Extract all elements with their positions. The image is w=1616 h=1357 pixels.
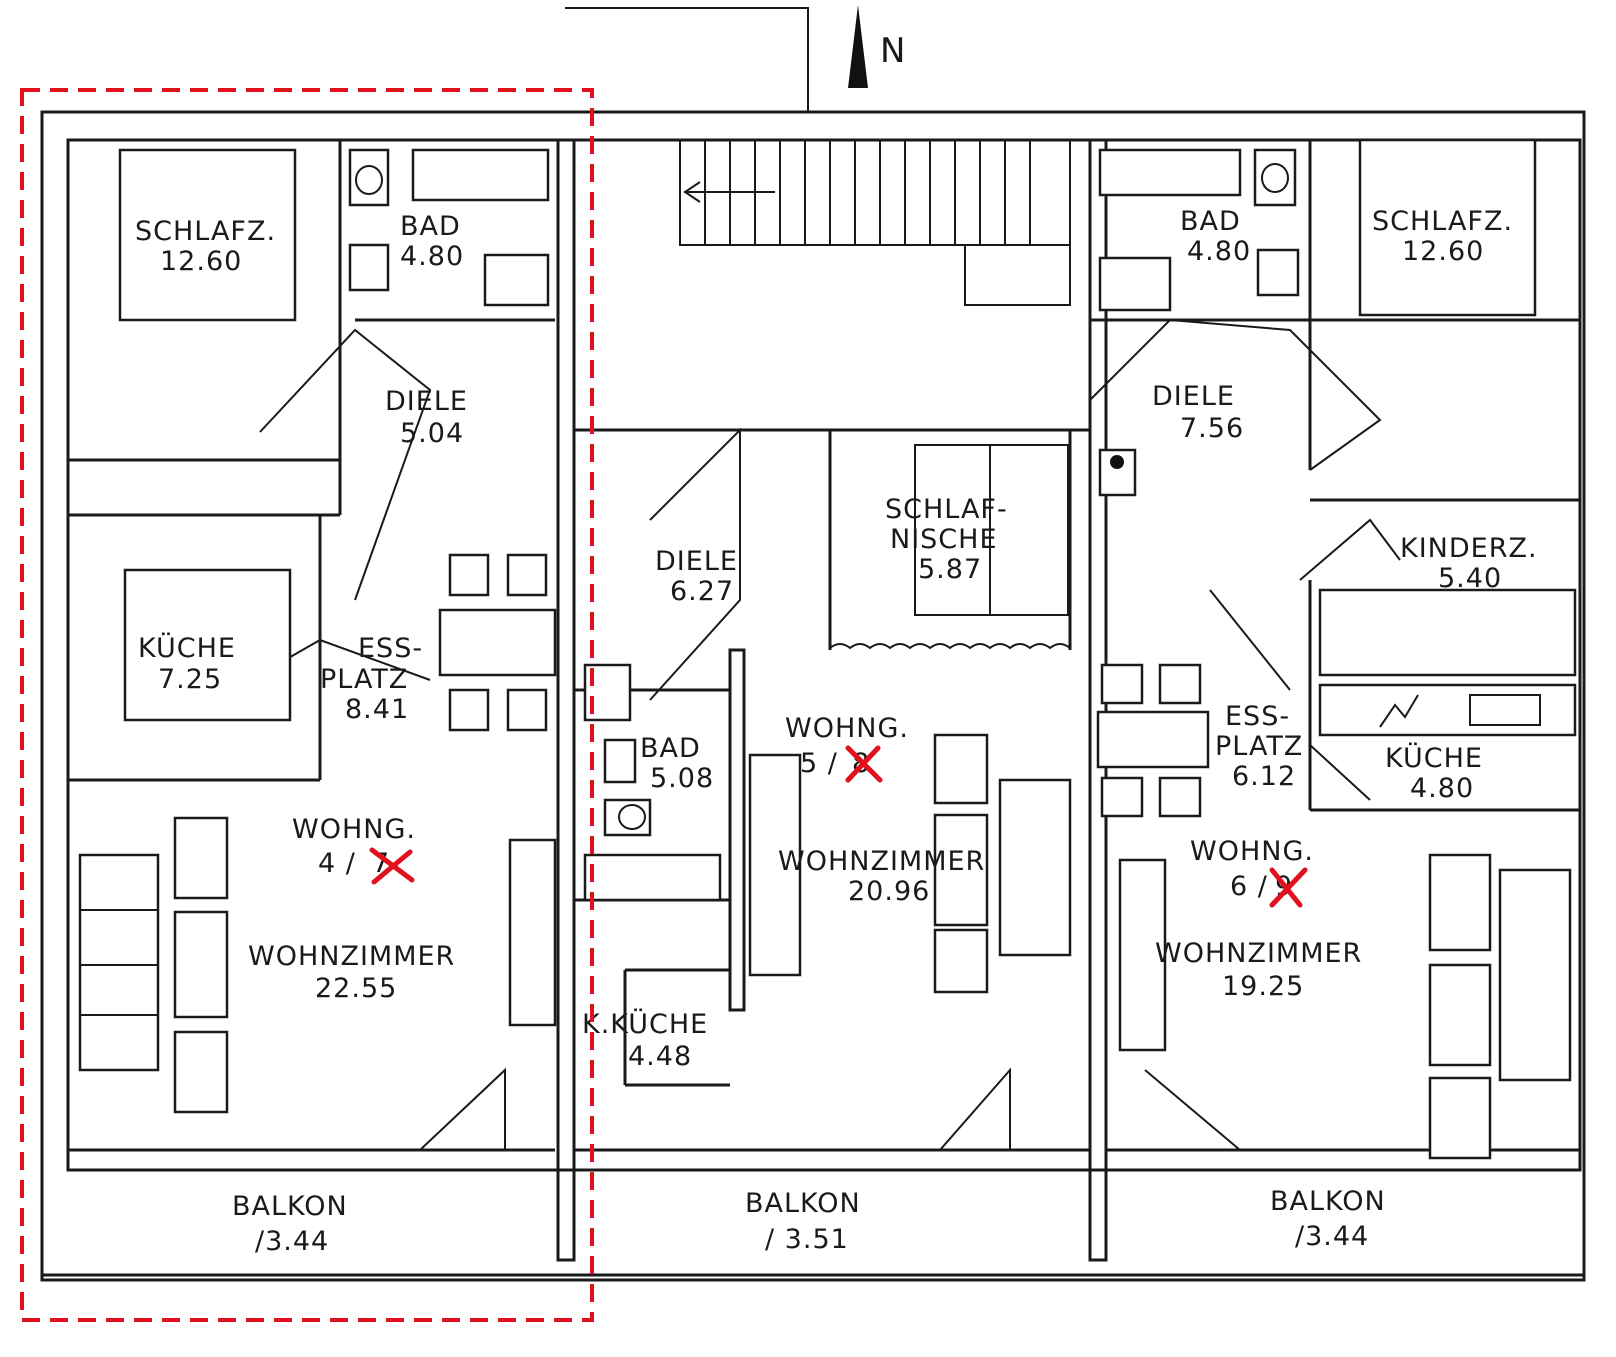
staircase <box>679 139 1071 306</box>
kitchen-counter <box>123 568 292 722</box>
cabinet <box>998 778 1072 957</box>
room-area-diele: 6.27 <box>670 576 734 607</box>
room-name-diele: DIELE <box>1152 381 1235 412</box>
unit-6-labels: BAD 4.80 SCHLAFZ. 12.60 DIELE 7.56 KINDE… <box>1152 206 1538 1252</box>
shower-icon <box>348 243 390 292</box>
room-area-schlafnische: 5.87 <box>918 554 982 585</box>
room-area-bad: 5.08 <box>650 763 714 794</box>
room-name-essplatz-2: PLATZ <box>1215 731 1303 762</box>
armchair <box>933 928 989 994</box>
room-name-diele: DIELE <box>655 546 738 577</box>
bathtub-icon <box>583 853 722 902</box>
shower-icon <box>603 738 637 784</box>
room-name-essplatz-1: ESS- <box>358 633 423 664</box>
room-area-essplatz: 6.12 <box>1232 761 1296 792</box>
cabinet <box>508 838 557 1027</box>
room-name-bad: BAD <box>400 211 461 242</box>
toilet-icon <box>1253 148 1297 207</box>
room-name-balkon: BALKON <box>745 1188 861 1219</box>
table <box>1428 963 1492 1067</box>
shelf <box>78 853 160 1072</box>
room-name-diele: DIELE <box>385 386 468 417</box>
room-area-kkueche: 4.48 <box>628 1041 692 1072</box>
dining-table <box>1096 710 1210 769</box>
room-area-schlafz: 12.60 <box>1402 236 1484 267</box>
armchair <box>1428 1076 1492 1160</box>
room-area-kinderz: 5.40 <box>1438 563 1502 594</box>
room-name-wohnzimmer: WOHNZIMMER <box>1155 938 1362 969</box>
unit-number: 4 / <box>318 848 356 879</box>
armchair <box>173 816 229 900</box>
unit-number: 6 / <box>1230 871 1268 902</box>
room-name-kueche: KÜCHE <box>1385 742 1483 774</box>
room-area-essplatz: 8.41 <box>345 694 409 725</box>
room-name-schlafnische-1: SCHLAF- <box>885 494 1008 525</box>
room-name-bad: BAD <box>1180 206 1241 237</box>
north-label: N <box>880 31 906 71</box>
sofa <box>748 753 802 977</box>
room-area-bad: 4.80 <box>400 241 464 272</box>
room-name-kueche: KÜCHE <box>138 632 236 664</box>
bed <box>1318 588 1577 677</box>
room-name-kinderz: KINDERZ. <box>1400 533 1538 564</box>
strikethrough-mark <box>845 745 883 783</box>
room-name-essplatz-1: ESS- <box>1225 701 1290 732</box>
room-area-wohnzimmer: 22.55 <box>315 973 397 1004</box>
bed <box>1358 138 1537 317</box>
sofa <box>1498 868 1572 1082</box>
room-name-essplatz-2: PLATZ <box>320 664 408 695</box>
room-area-bad: 4.80 <box>1187 236 1251 267</box>
room-area-diele: 7.56 <box>1180 413 1244 444</box>
room-area-wohnzimmer: 19.25 <box>1222 971 1304 1002</box>
highlight-frame <box>20 88 594 1322</box>
interior-walls <box>68 140 1580 1152</box>
bed <box>118 148 297 322</box>
party-walls <box>556 138 1108 1262</box>
sink-icon <box>1469 694 1541 726</box>
room-area-balkon: /3.44 <box>255 1226 329 1257</box>
room-area-schlafz: 12.60 <box>160 246 242 277</box>
stair-outline <box>565 7 809 112</box>
unit-name: WOHNG. <box>292 814 416 845</box>
armchair <box>1428 853 1492 952</box>
room-name-schlafz: SCHLAFZ. <box>135 216 276 247</box>
room-area-wohnzimmer: 20.96 <box>848 876 930 907</box>
north-arrow-icon <box>848 5 868 88</box>
room-name-schlafnische-2: NISCHE <box>890 524 998 555</box>
room-area-balkon: / 3.51 <box>765 1224 849 1255</box>
unit-number: 5 / <box>800 748 838 779</box>
armchair <box>933 733 989 805</box>
room-area-kueche: 4.80 <box>1410 773 1474 804</box>
furniture <box>78 138 1577 1160</box>
strikethrough-mark <box>369 847 415 885</box>
table <box>933 813 989 927</box>
unit-name: WOHNG. <box>1190 836 1314 867</box>
dining-table <box>438 608 557 677</box>
sink-icon <box>483 253 550 307</box>
unit-name: WOHNG. <box>785 713 909 744</box>
room-name-schlafz: SCHLAFZ. <box>1372 206 1513 237</box>
room-name-balkon: BALKON <box>1270 1186 1386 1217</box>
room-name-wohnzimmer: WOHNZIMMER <box>248 941 455 972</box>
room-name-kkueche: K.KÜCHE <box>582 1008 708 1040</box>
room-name-wohnzimmer: WOHNZIMMER <box>778 846 985 877</box>
room-area-balkon: /3.44 <box>1295 1221 1369 1252</box>
kitchen-counter <box>1318 683 1577 737</box>
bathtub-icon <box>1098 148 1242 197</box>
shower-icon <box>1256 248 1300 297</box>
room-name-balkon: BALKON <box>232 1191 348 1222</box>
north-arrow: N <box>848 5 906 88</box>
room-area-kueche: 7.25 <box>158 664 222 695</box>
unit-5-labels: DIELE 6.27 SCHLAF- NISCHE 5.87 BAD 5.08 … <box>582 494 1008 1255</box>
room-area-diele: 5.04 <box>400 418 464 449</box>
strikethrough-mark <box>1269 867 1308 908</box>
unit-4-labels: SCHLAFZ. 12.60 BAD 4.80 DIELE 5.04 KÜCHE… <box>135 211 468 1257</box>
armchair <box>173 1030 229 1114</box>
sink-icon <box>1098 256 1172 312</box>
room-name-bad: BAD <box>640 733 701 764</box>
bathtub-icon <box>411 148 550 202</box>
cabinet <box>1118 858 1167 1052</box>
sofa <box>173 910 229 1019</box>
